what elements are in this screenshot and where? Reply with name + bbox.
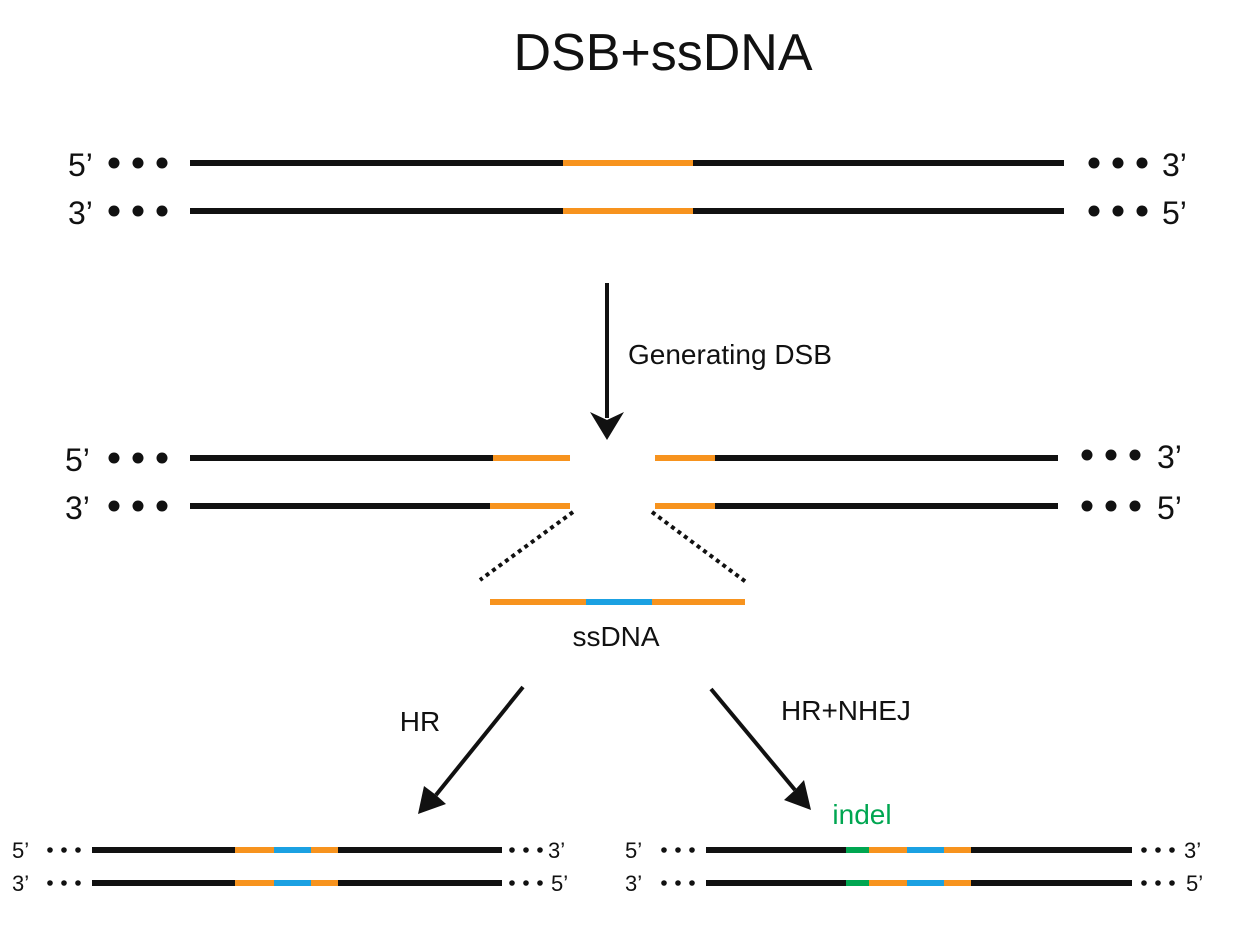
hr-top-right-dots xyxy=(509,847,543,853)
hr-top-left-end: 5’ xyxy=(12,838,29,863)
hr-label: HR xyxy=(400,706,440,737)
hr-nhej-outcome: 5’ 3’ 3’ xyxy=(625,838,1203,896)
intact-dna: 5’ 3’ 3’ xyxy=(68,147,1187,231)
nhej-bottom-right-dots xyxy=(1141,880,1175,886)
broken-bottom-right-end: 5’ xyxy=(1157,490,1182,526)
nhej-bottom-right-end: 5’ xyxy=(1186,871,1203,896)
intact-bottom-left-end: 3’ xyxy=(68,195,93,231)
diagram-title: DSB+ssDNA xyxy=(513,24,812,82)
ssdna-label: ssDNA xyxy=(572,621,659,652)
nhej-bottom-left-end: 3’ xyxy=(625,871,642,896)
intact-top-right-end: 3’ xyxy=(1162,147,1187,183)
nhej-bottom-left-dots xyxy=(661,880,695,886)
hr-bottom-left-end: 3’ xyxy=(12,871,29,896)
broken-top-right-end: 3’ xyxy=(1157,439,1182,475)
hr-nhej-arrow xyxy=(709,687,811,810)
hr-nhej-label: HR+NHEJ xyxy=(781,695,911,726)
intact-bottom-right-end: 5’ xyxy=(1162,195,1187,231)
nhej-top-right-dots xyxy=(1141,847,1175,853)
generating-dsb-arrow xyxy=(590,283,624,440)
intact-top-left-end: 5’ xyxy=(68,147,93,183)
broken-bottom-right-dots xyxy=(1081,500,1141,512)
broken-top-left-dots xyxy=(108,452,168,464)
generating-dsb-label: Generating DSB xyxy=(628,339,832,370)
hr-bottom-right-end: 5’ xyxy=(551,871,568,896)
hr-bottom-right-dots xyxy=(509,880,543,886)
broken-top-left-end: 5’ xyxy=(65,442,90,478)
zoom-line-left xyxy=(478,510,575,582)
hr-top-right-end: 3’ xyxy=(548,838,565,863)
intact-top-left-dots xyxy=(108,157,168,169)
hr-top-left-dots xyxy=(47,847,81,853)
intact-bottom-left-dots xyxy=(108,205,168,217)
nhej-top-left-dots xyxy=(661,847,695,853)
nhej-top-right-end: 3’ xyxy=(1184,838,1201,863)
intact-bottom-right-dots xyxy=(1088,205,1148,217)
hr-bottom-left-dots xyxy=(47,880,81,886)
broken-dna: 5’ 3’ 3’ xyxy=(65,439,1182,526)
broken-bottom-left-end: 3’ xyxy=(65,490,90,526)
zoom-line-right xyxy=(650,510,748,584)
hr-arrow xyxy=(418,685,525,814)
broken-top-right-dots xyxy=(1081,449,1141,461)
broken-bottom-left-dots xyxy=(108,500,168,512)
intact-top-right-dots xyxy=(1088,157,1148,169)
nhej-top-left-end: 5’ xyxy=(625,838,642,863)
indel-label: indel xyxy=(832,799,891,830)
hr-outcome: 5’ 3’ 3’ xyxy=(12,838,568,896)
